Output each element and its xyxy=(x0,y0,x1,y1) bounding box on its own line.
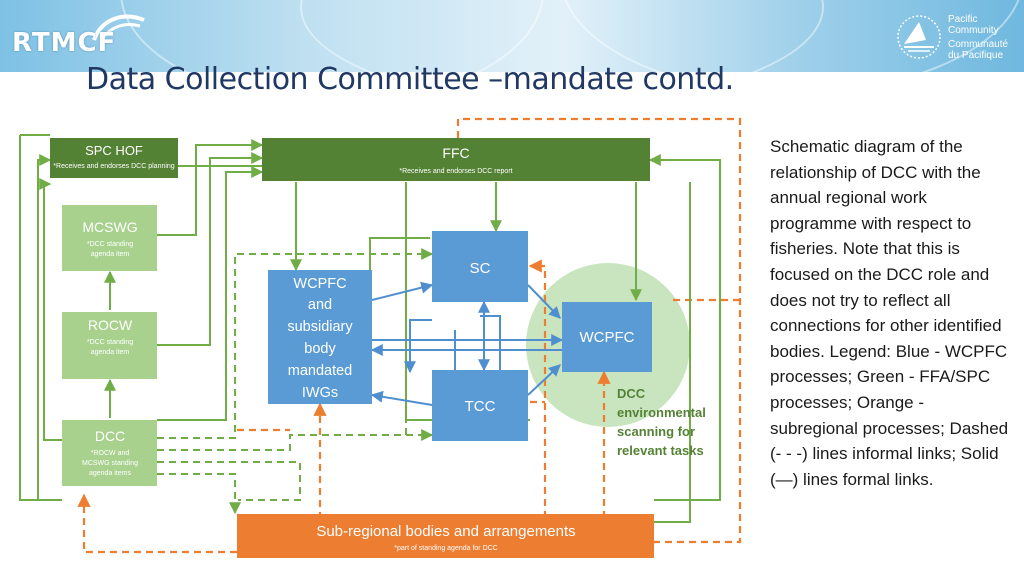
env-note-line: DCC xyxy=(617,386,646,401)
spc-hof-title: SPC HOF xyxy=(85,143,143,158)
mcswg-note: agenda item xyxy=(91,251,130,258)
wcpfc-subsidiary-box: WCPFC and subsidiary body mandated IWGs xyxy=(268,270,372,404)
tcc-title: TCC xyxy=(465,398,496,415)
tcc-box: TCC xyxy=(432,370,528,441)
ffc-title: FFC xyxy=(442,145,469,161)
ffc-box: FFC *Receives and endorses DCC report xyxy=(262,138,650,181)
sc-box: SC xyxy=(432,231,528,302)
mcswg-box: MCSWG *DCC standing agenda item xyxy=(62,205,157,271)
ffc-note: *Receives and endorses DCC report xyxy=(399,168,512,175)
sc-title: SC xyxy=(470,260,491,277)
spc-name-line: du Pacifique xyxy=(948,50,1004,61)
wcpfc-box: WCPFC xyxy=(562,302,652,372)
mcswg-title: MCSWG xyxy=(82,219,137,235)
dcc-box: DCC *ROCW and MCSWG standing agenda item… xyxy=(62,420,157,486)
rocw-note: agenda item xyxy=(91,349,130,356)
environmental-scanning-note: DCC environmental scanning for relevant … xyxy=(617,386,706,458)
pacific-community-logo: Pacific Community Communauté du Pacifiqu… xyxy=(896,12,1020,64)
spc-name-line: Pacific xyxy=(948,14,978,25)
page-title: Data Collection Committee –mandate contd… xyxy=(86,62,734,97)
wcpfc-subsidiary-title: mandated xyxy=(288,363,353,379)
formal-blue-links xyxy=(370,281,564,406)
wcpfc-title: WCPFC xyxy=(580,329,635,346)
header-banner: RTMCF Pacific Community Communauté du Pa… xyxy=(0,0,1024,72)
spc-hof-note: *Receives and endorses DCC planning xyxy=(53,163,175,170)
subregional-bodies-box: Sub-regional bodies and arrangements *pa… xyxy=(237,514,654,558)
dcc-note: MCSWG standing xyxy=(82,460,138,467)
dcc-note: agenda items xyxy=(89,470,132,477)
dcc-schematic-diagram: SPC HOF *Receives and endorses DCC plann… xyxy=(19,117,742,558)
mcswg-note: *DCC standing xyxy=(87,241,133,248)
subregional-note: *part of standing agenda for DCC xyxy=(394,545,498,552)
diagram-description: Schematic diagram of the relationship of… xyxy=(770,137,1009,489)
rocw-box: ROCW *DCC standing agenda item xyxy=(62,312,157,379)
subregional-title: Sub-regional bodies and arrangements xyxy=(316,523,575,540)
wcpfc-subsidiary-title: IWGs xyxy=(302,385,338,401)
informal-orange-links xyxy=(77,117,742,555)
wcpfc-subsidiary-title: body xyxy=(304,341,336,357)
rtmcf-logo-text: RTMCF xyxy=(12,28,117,58)
rtmcf-logo-icon xyxy=(92,14,145,41)
rocw-note: *DCC standing xyxy=(87,339,133,346)
env-note-line: environmental xyxy=(617,405,706,420)
wcpfc-subsidiary-title: WCPFC xyxy=(293,276,346,292)
wcpfc-subsidiary-title: and xyxy=(308,297,332,313)
spc-hof-box: SPC HOF *Receives and endorses DCC plann… xyxy=(50,138,178,178)
spc-emblem-icon xyxy=(897,15,941,59)
env-note-line: relevant tasks xyxy=(617,443,704,458)
dcc-note: *ROCW and xyxy=(91,450,130,457)
rocw-title: ROCW xyxy=(88,317,133,333)
spc-name-line: Communauté xyxy=(948,39,1009,50)
spc-name-line: Community xyxy=(948,25,999,36)
env-note-line: scanning for xyxy=(617,424,695,439)
dcc-title: DCC xyxy=(95,428,125,444)
wcpfc-subsidiary-title: subsidiary xyxy=(287,319,353,335)
